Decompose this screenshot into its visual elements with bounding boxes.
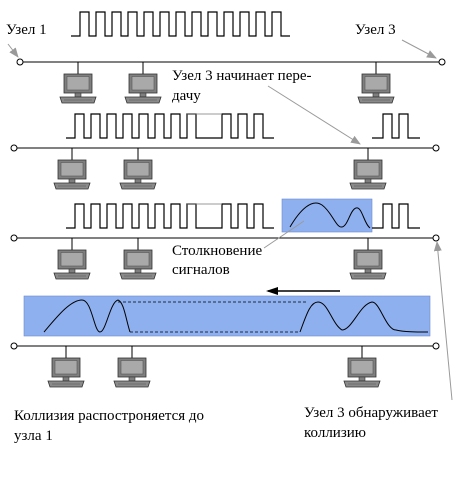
- signal-node1-row3: [66, 203, 274, 229]
- computer-icon: [53, 249, 91, 280]
- computer-icon: [357, 73, 395, 104]
- row-4: [10, 287, 440, 388]
- computer-icon: [349, 159, 387, 190]
- collision-waveform-row3: [289, 202, 371, 229]
- node-terminal-icon: [438, 58, 446, 66]
- computer-icon: [113, 357, 151, 388]
- label-node1: Узел 1: [6, 22, 47, 38]
- label-propagates-line1: Коллизия распостроняется до: [14, 408, 205, 424]
- computer-icon: [59, 73, 97, 104]
- computer-icon: [124, 73, 162, 104]
- label-node3-starts-line1: Узел 3 начинает пере-: [172, 68, 312, 84]
- row-1: [16, 11, 446, 104]
- signal-node3-row3: [372, 203, 420, 229]
- node-terminal-icon: [432, 234, 440, 242]
- signal-node1-row2: [66, 113, 274, 139]
- row-3: [10, 198, 440, 280]
- label-propagates-line2: узла 1: [14, 428, 53, 444]
- computer-icon: [119, 249, 157, 280]
- node-terminal-icon: [432, 144, 440, 152]
- annotation-lines: [7, 39, 453, 401]
- label-collision-line2: сигналов: [172, 262, 230, 278]
- label-collision-line1: Столкновение: [172, 243, 263, 259]
- pointer-node3: [401, 39, 437, 59]
- label-node3-starts-line2: дачу: [172, 88, 201, 104]
- computer-icon: [47, 357, 85, 388]
- node-terminal-icon: [10, 234, 18, 242]
- node-terminal-icon: [10, 342, 18, 350]
- computer-icon: [53, 159, 91, 190]
- node-terminal-icon: [16, 58, 24, 66]
- computer-icon: [349, 249, 387, 280]
- pointer-node1: [7, 43, 19, 58]
- computer-icon: [343, 357, 381, 388]
- label-detects-line1: Узел 3 обнаруживает: [304, 405, 438, 421]
- pointer-node3-detects: [433, 241, 453, 401]
- node-terminal-icon: [432, 342, 440, 350]
- signal-node1-row1: [71, 11, 290, 37]
- pointer-node3-starts: [267, 85, 361, 145]
- label-detects-line2: коллизию: [304, 425, 366, 441]
- node-terminal-icon: [10, 144, 18, 152]
- collision-zone-row4: [23, 295, 431, 337]
- row-2: [10, 113, 440, 190]
- collision-waveform-row4: [43, 299, 131, 333]
- collision-zone-row3: [281, 198, 373, 233]
- computer-icon: [119, 159, 157, 190]
- label-node3: Узел 3: [355, 22, 396, 38]
- pointer-collision: [263, 220, 305, 249]
- signal-node3-row2: [372, 113, 420, 139]
